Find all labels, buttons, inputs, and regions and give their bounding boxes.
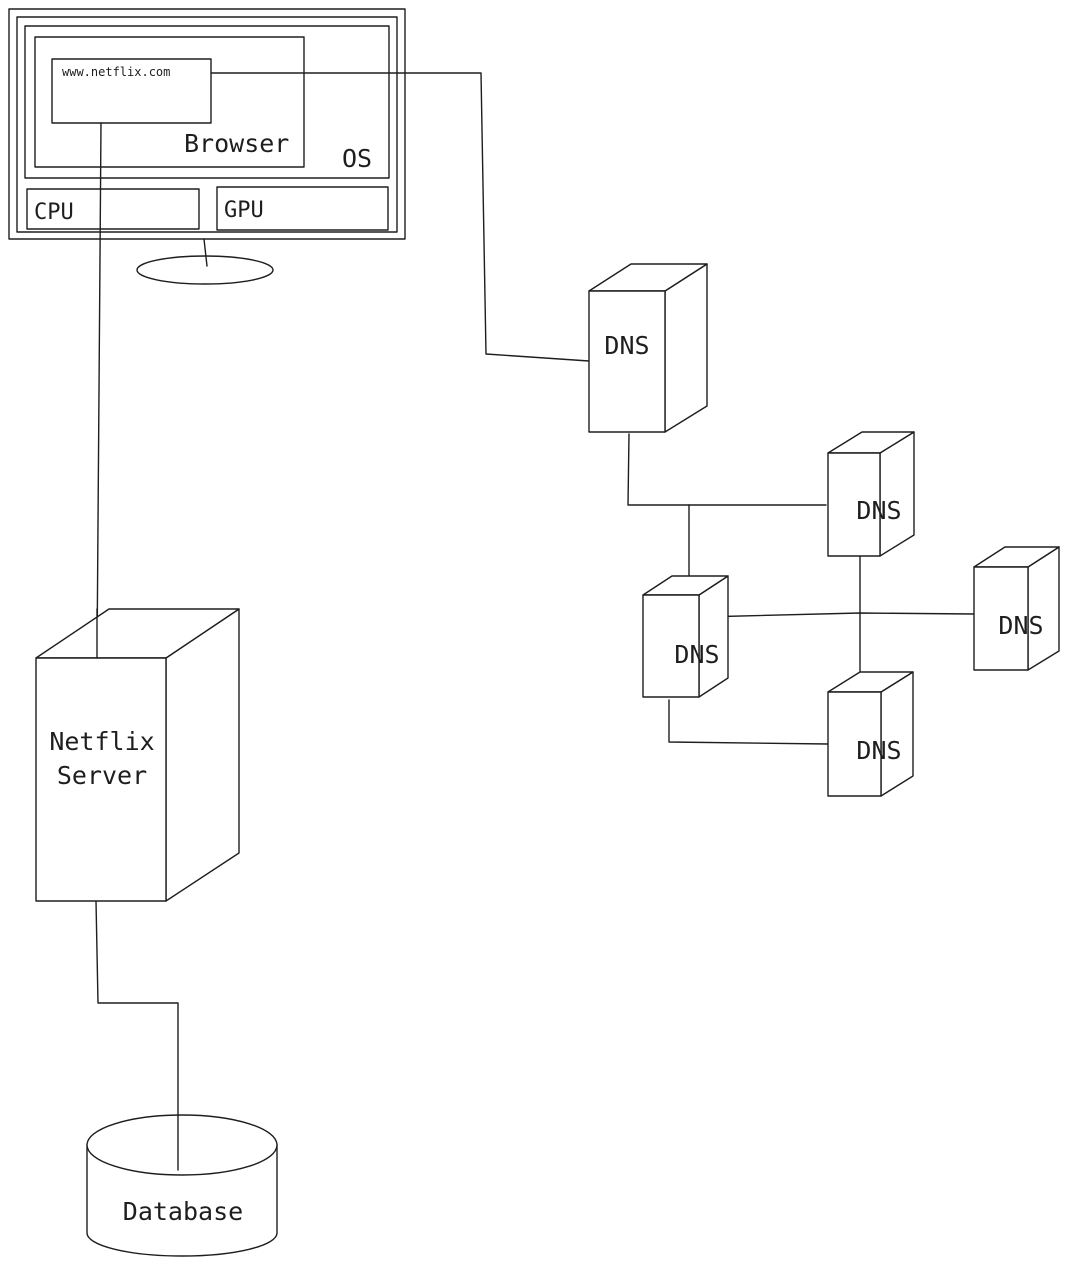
url-label: www.netflix.com — [62, 65, 170, 79]
connector-dns-left-to-bottom — [668, 699, 829, 745]
monitor-outer-frame — [8, 8, 406, 240]
database-label: Database — [123, 1197, 243, 1226]
connector-dns-horizontal-trunk — [701, 612, 975, 618]
connector-server-to-database — [95, 900, 179, 1171]
connector-dns-top-to-upper-right — [627, 433, 827, 506]
netflix-server: Netflix Server — [35, 608, 240, 902]
dns-far-right-label: DNS — [998, 611, 1043, 640]
connector-browser-to-dns — [210, 72, 590, 362]
url-bar — [51, 58, 212, 124]
browser-box — [34, 36, 305, 168]
browser-label: Browser — [184, 129, 289, 158]
cpu-box — [26, 188, 200, 230]
dns-server-top: DNS — [588, 263, 708, 433]
dns-server-bottom: DNS — [827, 671, 914, 797]
dns-top-label: DNS — [604, 331, 649, 360]
cpu-label: CPU — [34, 200, 74, 225]
dns-left-label: DNS — [674, 640, 719, 669]
connectors — [95, 72, 975, 1171]
dns-server-upper-right: DNS — [827, 431, 915, 557]
dns-server-far-right: DNS — [973, 546, 1060, 671]
computer-monitor: OS Browser www.netflix.com CPU GPU — [8, 8, 406, 285]
monitor-inner-frame — [16, 16, 398, 233]
gpu-box — [216, 186, 389, 231]
server-label-line2: Server — [57, 761, 147, 790]
dns-upper-right-label: DNS — [856, 496, 901, 525]
monitor-base — [136, 255, 274, 285]
connector-browser-to-server — [96, 122, 102, 659]
os-label: OS — [342, 144, 372, 173]
os-box — [24, 25, 390, 179]
gpu-label: GPU — [224, 198, 264, 223]
database-cylinder: Database — [86, 1114, 278, 1257]
monitor-stand — [203, 238, 208, 267]
dns-bottom-label: DNS — [856, 736, 901, 765]
dns-server-left: DNS — [642, 575, 729, 698]
server-label-line1: Netflix — [49, 727, 154, 756]
